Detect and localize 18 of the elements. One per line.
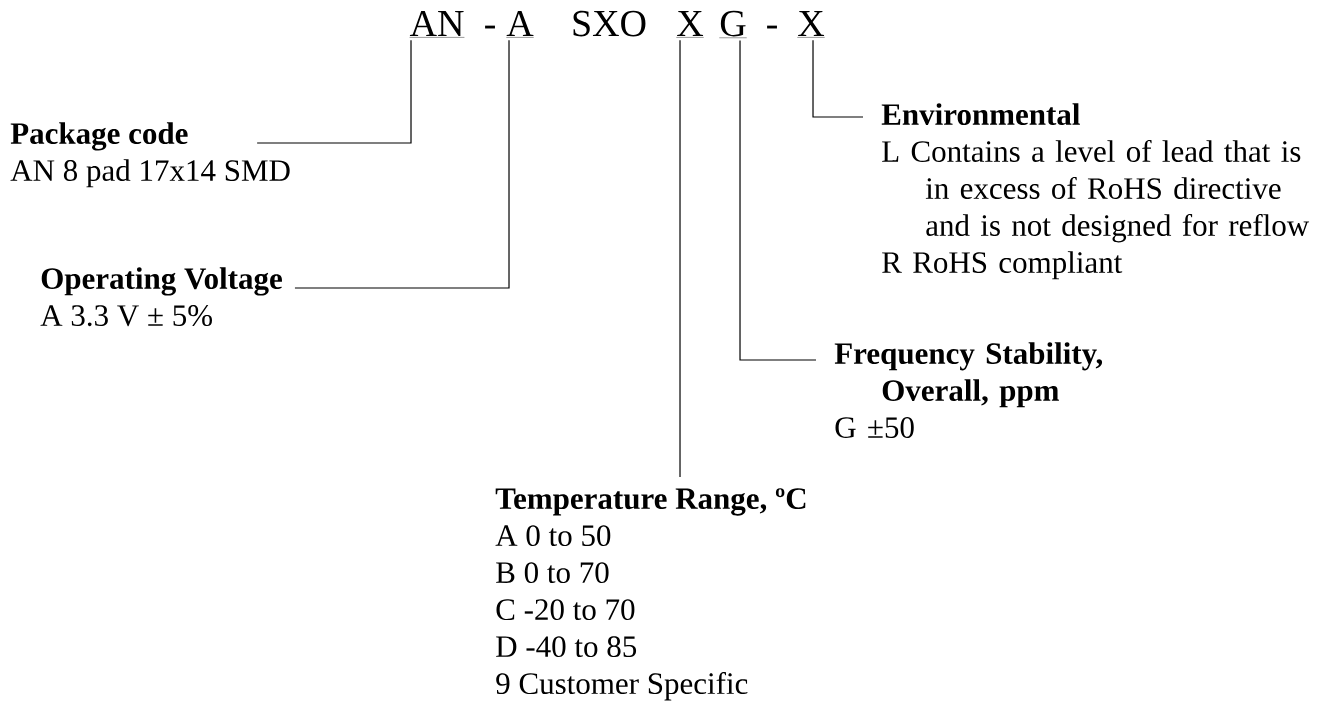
code-letter: G [719,10,747,38]
code-letter: A [506,10,534,38]
leader-line [739,39,817,361]
leader-line [256,39,412,144]
leader-line [294,39,510,289]
code-letter: X [797,11,825,38]
code-description: Temperature Range, ºC A 0 to 50 B 0 to 70 C -20 to 70 D -40 to 85 9 Customer Specific [495,488,806,701]
code-description: Operating Voltage A 3.3 V ± 5% [40,267,282,327]
code-letter: X [676,11,704,38]
code-text: - [767,25,777,29]
code-text: - [485,25,495,29]
code-text: SXO [573,10,646,37]
code-description: Environmental L Contains a level of lead that is in excess of RoHS directive and is not designed for reflow R RoHS compliant [881,103,1310,280]
leader-line [679,39,681,478]
code-description: Frequency Stability, Overall, ppm G ±50 [834,342,1103,438]
code-description: Package code AN 8 pad 17x14 SMD [10,122,290,188]
leader-line [812,39,864,118]
code-letter: AN [409,10,465,38]
